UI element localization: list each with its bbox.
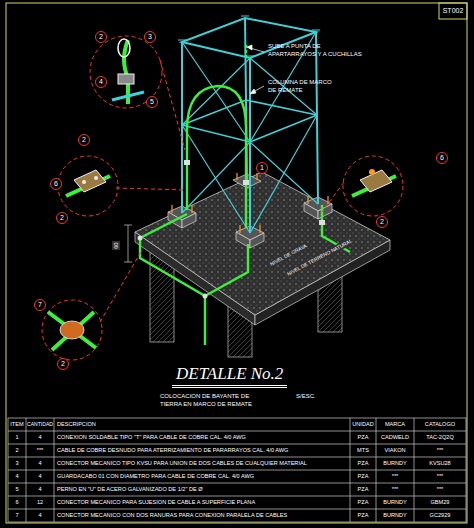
callout-number: 1 [256,162,268,174]
detail-top-left [112,39,144,104]
note-text: COLUMNA DE MARCO DE REMATE [268,78,334,94]
table-cell: CONEXION SOLDABLE TIPO "T" PARA CABLE DE… [54,431,350,444]
table-header: ITEM [8,418,26,431]
table-cell: CONECTOR MECANICO CON DOS RANURAS PARA C… [54,509,350,522]
table-cell: PZA [350,483,376,496]
sheet-frame [6,3,467,523]
table-header: DESCRIPCION [54,418,350,431]
table-header: CANTIDAD [26,418,54,431]
table-cell: *** [414,444,466,457]
table-cell: CONECTOR MECANICO TIPO KVSU PARA UNION D… [54,457,350,470]
scale-text: S/ESC. [296,392,316,400]
table-cell: PZA [350,470,376,483]
note-leaders [247,45,264,94]
table-cell: PERNO EN "U" DE ACERO GALVANIZADO DE 1/2… [54,483,350,496]
table-header: MARCA [376,418,414,431]
ground-cable [140,45,350,345]
table-cell: KVSU28 [414,457,466,470]
detail-right [352,169,396,196]
callout-number: 5 [146,96,158,108]
table-cell: PZA [350,496,376,509]
sheet-number: ST002 [440,6,466,15]
callout-number: 4 [95,76,107,88]
callout-number: 2 [57,358,69,370]
table-cell: GC2929 [414,509,466,522]
table-cell: GUARDACABO 01 CON DIAMETRO PARA CABLE DE… [54,470,350,483]
table-cell: 4 [26,470,54,483]
table-cell: 4 [26,483,54,496]
table-cell: VIAKON [376,444,414,457]
table-cell: 4 [8,470,26,483]
callout-number: 3 [144,31,156,43]
table-cell: BURNDY [376,496,414,509]
ground-connectors [138,160,326,299]
sheet-number-box [439,3,467,19]
callout-number: 2 [95,31,107,43]
table-cell: PZA [350,457,376,470]
table-cell: GBM29 [414,496,466,509]
table-cell: PZA [350,509,376,522]
callout-number: 2 [56,212,68,224]
table-cell: 1 [8,431,26,444]
dimension-text: 60 [112,241,120,250]
callout-number: 6 [436,152,448,164]
callout-number: 7 [34,299,46,311]
level-text: NIVEL DE TERRENO NATURAL [285,237,354,278]
table-cell: *** [376,483,414,496]
table-cell: BURNDY [376,509,414,522]
subtitle-text: COLOCACION DE BAYANTE DE TIERRA EN MARCO… [160,392,268,408]
table-cell: 5 [8,483,26,496]
dimension-line [124,225,132,262]
table-cell: 3 [8,457,26,470]
table-cell: *** [376,470,414,483]
table-cell: *** [26,444,54,457]
table-cell: *** [414,483,466,496]
detail-title: DETALLE No.2 [172,364,287,388]
table-cell: 4 [26,509,54,522]
table-header: UNIDAD [350,418,376,431]
table-cell: 4 [26,457,54,470]
note-text: SUBE A PUNTA DE APARTARRAYOS Y A CUCHILL… [268,42,368,58]
callout-number: 6 [50,178,62,190]
table-cell: TAC-2Q2Q [414,431,466,444]
table-cell: *** [414,470,466,483]
callout-number: 2 [376,216,388,228]
table-cell: PZA [350,431,376,444]
table-cell: 7 [8,509,26,522]
table-cell: 12 [26,496,54,509]
table-cell: CADWELD [376,431,414,444]
materials-table-grid [8,418,466,522]
table-cell: MTS [350,444,376,457]
table-cell: 4 [26,431,54,444]
table-cell: 2 [8,444,26,457]
table-cell: 6 [8,496,26,509]
detail-circles [42,36,403,360]
table-cell: CONECTOR MECANICO PARA SUJESION DE CABLE… [54,496,350,509]
table-header: CATALOGO [414,418,466,431]
table-cell: CABLE DE COBRE DESNUDO PARA ATERRIZAMIEN… [54,444,350,457]
table-cell: BURNDY [376,457,414,470]
detail-bottom-left [48,312,96,350]
detail-left [66,170,110,196]
callout-number: 2 [78,134,90,146]
